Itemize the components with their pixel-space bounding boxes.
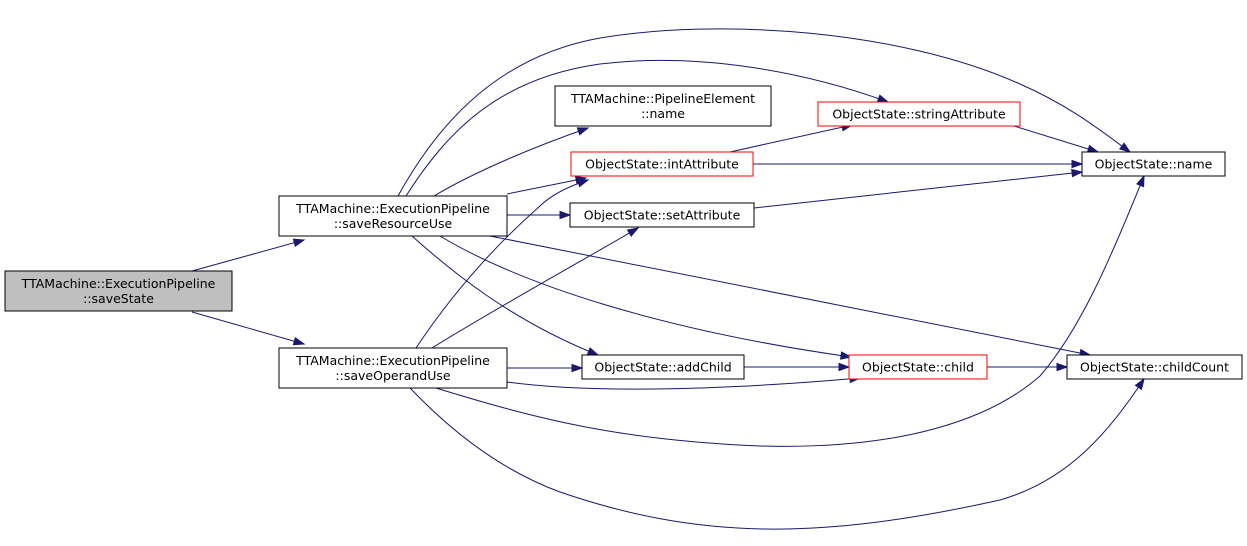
node-label: TTAMachine::ExecutionPipeline <box>21 276 216 291</box>
edge-line <box>753 171 1083 209</box>
node-box[interactable] <box>581 354 745 380</box>
arrowhead-icon <box>559 210 572 220</box>
edge-saveOperandUse-to-osName <box>435 174 1145 447</box>
arrowhead-icon <box>839 351 853 360</box>
edge-saveResourceUse-to-addChild <box>411 235 600 356</box>
arrowhead-icon <box>1086 144 1100 154</box>
arrowhead-icon <box>576 179 590 188</box>
edge-saveResourceUse-to-setAttribute <box>507 210 572 220</box>
node-label: TTAMachine::ExecutionPipeline <box>295 353 490 368</box>
node-box[interactable] <box>4 270 233 312</box>
edge-line <box>439 235 852 358</box>
arrowhead-icon <box>626 227 640 238</box>
node-saveState[interactable]: TTAMachine::ExecutionPipeline::saveState <box>4 270 233 312</box>
node-label: ObjectState::name <box>1095 157 1213 172</box>
edge-intAttribute-to-osName <box>753 159 1084 169</box>
node-box[interactable] <box>570 151 754 177</box>
node-label: ::saveResourceUse <box>334 216 453 231</box>
edge-saveResourceUse-to-childCount <box>489 235 1092 358</box>
node-addChild[interactable]: ObjectState::addChild <box>581 354 745 380</box>
edge-saveOperandUse-to-setAttribute <box>431 227 640 349</box>
node-label: ::saveOperandUse <box>335 368 450 383</box>
edge-line <box>397 28 1131 197</box>
arrowhead-icon <box>571 363 584 373</box>
node-osName[interactable]: ObjectState::name <box>1081 151 1226 177</box>
edge-saveResourceUse-to-child <box>439 235 853 360</box>
edge-line <box>415 179 589 349</box>
node-box[interactable] <box>554 85 772 127</box>
arrowhead-icon <box>838 362 851 372</box>
edge-line <box>729 124 853 153</box>
edge-saveState-to-saveResourceUse <box>191 238 306 272</box>
node-label: ObjectState::stringAttribute <box>832 107 1006 122</box>
edge-setAttribute-to-osName <box>753 168 1084 209</box>
node-box[interactable] <box>817 101 1021 127</box>
node-saveOperandUse[interactable]: TTAMachine::ExecutionPipeline::saveOpera… <box>278 347 508 389</box>
arrowhead-icon <box>1118 142 1132 153</box>
node-label: TTAMachine::PipelineElement <box>570 91 755 106</box>
node-label: ObjectState::setAttribute <box>584 208 741 223</box>
edge-saveOperandUse-to-childCount <box>409 377 1145 530</box>
arrowhead-icon <box>292 336 306 346</box>
node-label: ::name <box>641 106 685 121</box>
edge-saveState-to-saveOperandUse <box>191 311 306 346</box>
node-label: TTAMachine::ExecutionPipeline <box>295 201 490 216</box>
arrowhead-icon <box>586 347 600 356</box>
node-label: ::saveState <box>83 291 154 306</box>
edge-line <box>435 175 1145 447</box>
edge-line <box>1013 125 1099 153</box>
node-childCount[interactable]: ObjectState::childCount <box>1066 354 1243 380</box>
nodes-layer: TTAMachine::ExecutionPipeline::saveState… <box>4 85 1243 389</box>
arrowhead-icon <box>1134 377 1145 391</box>
node-intAttribute[interactable]: ObjectState::intAttribute <box>570 151 754 177</box>
node-box[interactable] <box>278 347 508 389</box>
node-box[interactable] <box>1066 354 1243 380</box>
edge-addChild-to-child <box>744 362 851 372</box>
arrowhead-icon <box>292 238 306 247</box>
node-peName[interactable]: TTAMachine::PipelineElement::name <box>554 85 772 127</box>
edge-intAttribute-to-stringAttribute <box>729 123 854 153</box>
node-stringAttribute[interactable]: ObjectState::stringAttribute <box>817 101 1021 127</box>
edge-saveResourceUse-to-osName <box>397 28 1132 197</box>
edge-saveOperandUse-to-addChild <box>507 363 584 373</box>
node-label: ObjectState::intAttribute <box>585 157 739 172</box>
node-saveResourceUse[interactable]: TTAMachine::ExecutionPipeline::saveResou… <box>278 195 508 237</box>
edge-line <box>411 235 599 356</box>
node-label: ObjectState::child <box>862 360 974 375</box>
arrowhead-icon <box>1071 159 1084 169</box>
node-setAttribute[interactable]: ObjectState::setAttribute <box>569 202 755 228</box>
edge-saveOperandUse-to-intAttribute <box>415 179 590 349</box>
edge-saveResourceUse-to-peName <box>433 127 590 197</box>
node-label: ObjectState::childCount <box>1080 360 1229 375</box>
arrowhead-icon <box>576 127 590 136</box>
node-label: ObjectState::addChild <box>594 360 731 375</box>
edge-line <box>506 377 861 390</box>
edge-stringAttribute-to-osName <box>1013 125 1100 154</box>
edge-line <box>506 177 587 195</box>
edge-line <box>433 127 589 197</box>
edge-line <box>405 59 889 197</box>
edge-line <box>191 311 305 345</box>
edge-line <box>431 227 639 349</box>
edge-child-to-childCount <box>987 362 1069 372</box>
arrowhead-icon <box>1056 362 1069 372</box>
node-box[interactable] <box>1081 151 1226 177</box>
node-child[interactable]: ObjectState::child <box>848 354 988 380</box>
edge-line <box>489 235 1091 356</box>
node-box[interactable] <box>569 202 755 228</box>
arrowhead-icon <box>1071 168 1084 178</box>
arrowhead-icon <box>876 94 890 103</box>
node-box[interactable] <box>848 354 988 380</box>
edge-line <box>191 239 305 272</box>
node-box[interactable] <box>278 195 508 237</box>
arrowhead-icon <box>1136 174 1145 188</box>
edge-line <box>409 378 1145 530</box>
